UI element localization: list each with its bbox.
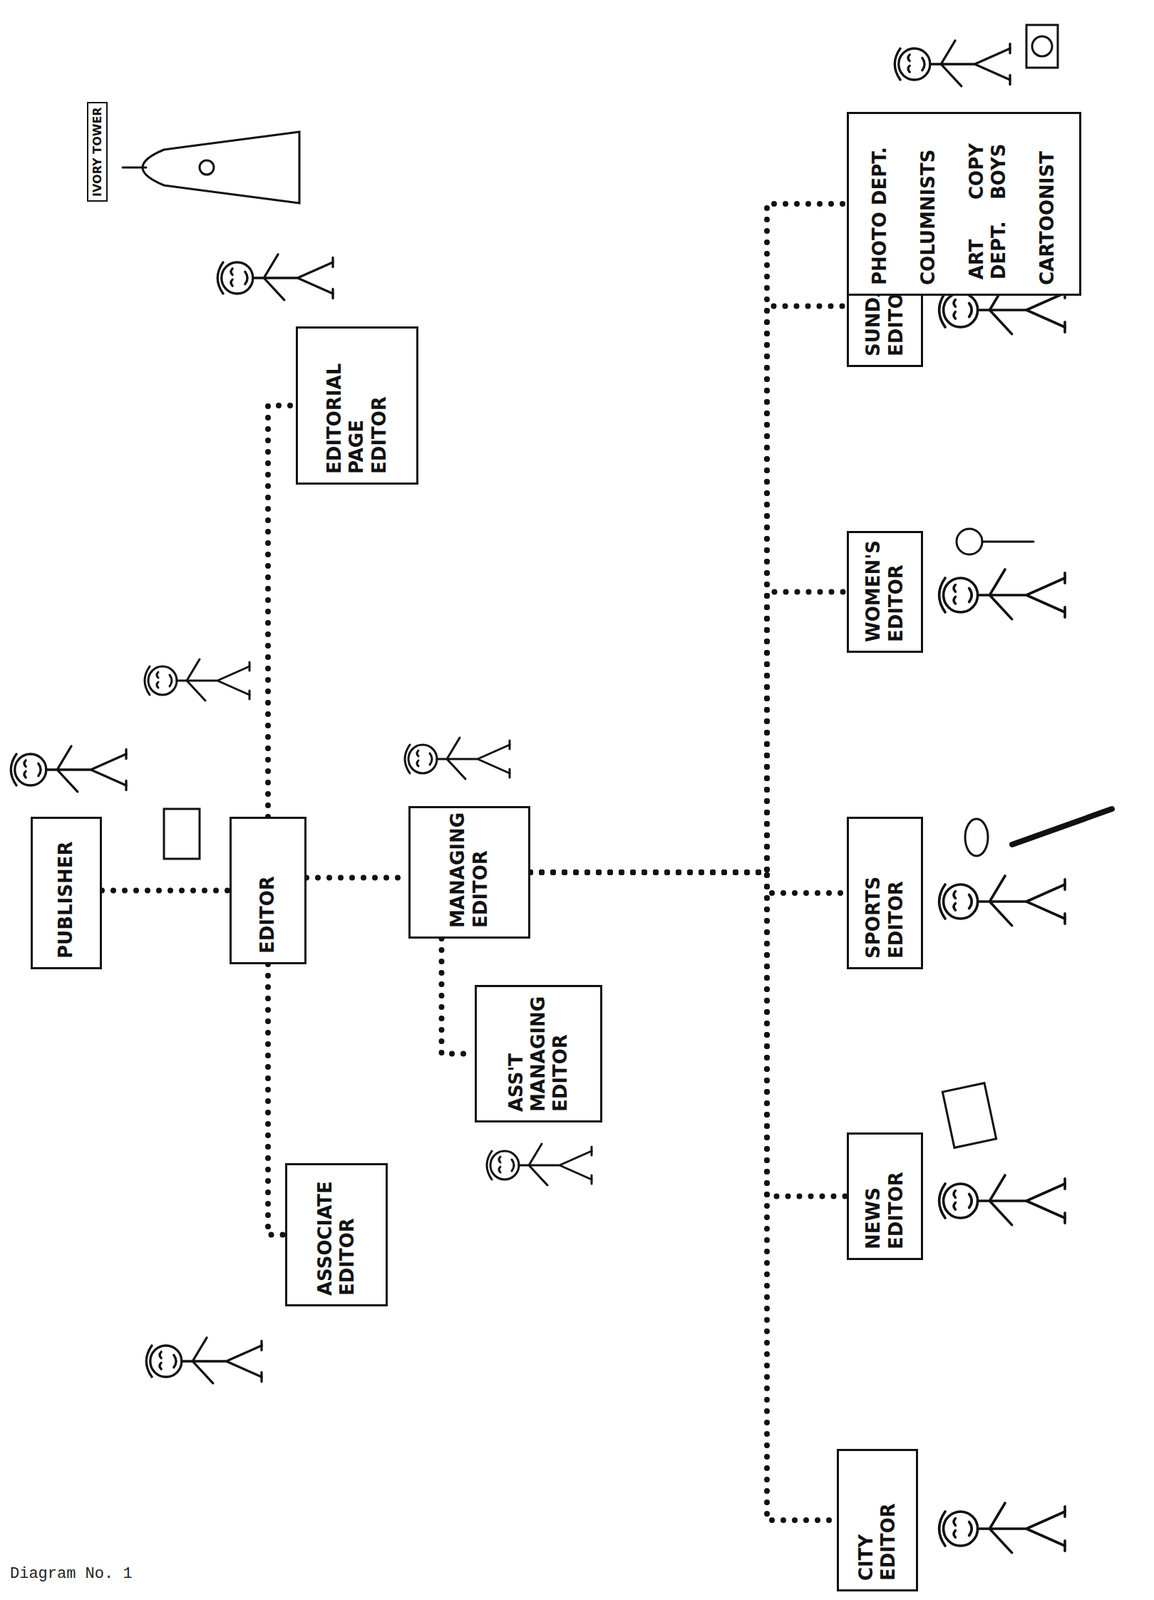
editorial-figure <box>217 254 333 301</box>
box-title: EDITORIAL PAGE EDITOR <box>323 337 391 475</box>
photo-figure <box>894 40 1011 87</box>
football <box>965 818 988 857</box>
dotted-connector <box>530 872 847 894</box>
box-title: COPY BOYS <box>965 128 1011 200</box>
womens-figure <box>939 569 1065 620</box>
dotted-connector <box>306 875 409 882</box>
desk-papers <box>163 809 200 859</box>
title-box: EDITOR <box>229 816 307 965</box>
camera-lens <box>1032 36 1053 57</box>
sign-label: IVORY TOWER <box>86 101 108 202</box>
dotted-connector <box>530 306 847 874</box>
dotted-connector <box>530 203 847 873</box>
title-box: ASSOCIATE EDITOR <box>285 1163 388 1307</box>
box-title: PUBLISHER <box>54 827 77 959</box>
dotted-connector <box>441 938 476 1055</box>
dotted-connector <box>530 592 847 874</box>
title-box: CITY EDITOR <box>836 1449 919 1592</box>
box-title: ASS'T MANAGING EDITOR <box>505 995 573 1112</box>
publisher-figure <box>10 746 127 792</box>
dotted-connector <box>268 964 286 1236</box>
news-figure <box>939 1175 1065 1226</box>
box-title: COLUMNISTS <box>917 122 940 286</box>
box-title: ASSOCIATE EDITOR <box>314 1173 359 1296</box>
title-box: EDITORIAL PAGE EDITOR <box>295 326 419 485</box>
title-box: PUBLISHER <box>30 816 102 970</box>
dotted-connector <box>268 405 296 817</box>
editor-figure <box>144 659 250 701</box>
box-title: EDITOR <box>256 827 279 954</box>
title-box: PHOTO DEPT. COLUMNISTS ART DEPT. COPY BOYS C… <box>846 111 1082 296</box>
diagram-caption: Diagram No. 1 <box>9 1565 133 1584</box>
box-title: ART DEPT. <box>965 208 1011 280</box>
flower <box>956 528 983 555</box>
box-title: NEWS EDITOR <box>862 1143 907 1250</box>
dotted-connector <box>101 888 230 894</box>
papers <box>942 1083 996 1149</box>
title-box: SPORTS EDITOR <box>846 816 924 970</box>
box-title: WOMEN'S EDITOR <box>862 541 907 643</box>
title-box: NEWS EDITOR <box>846 1132 924 1261</box>
box-title: SPORTS EDITOR <box>862 827 907 959</box>
title-box: MANAGING EDITOR <box>408 806 531 939</box>
sign-post <box>122 166 147 169</box>
flower-stem <box>982 541 1034 544</box>
city-figure <box>939 1503 1065 1554</box>
camera <box>1026 24 1058 68</box>
box-title: CARTOONIST <box>1036 122 1059 286</box>
assistant-figure <box>486 1144 592 1186</box>
title-box: WOMEN'S EDITOR <box>846 531 924 653</box>
title-box: ASS'T MANAGING EDITOR <box>474 985 603 1123</box>
box-title: PHOTO DEPT. <box>868 122 891 286</box>
box-title: MANAGING EDITOR <box>446 816 492 929</box>
tower-window <box>199 160 214 175</box>
sports-figure <box>939 876 1065 926</box>
props <box>122 24 1112 1148</box>
box-title: CITY EDITOR <box>855 1459 900 1581</box>
baseball-bat <box>1012 809 1112 845</box>
associate-figure <box>146 1337 262 1384</box>
managing-figure <box>404 737 510 780</box>
ivory-tower <box>142 131 300 204</box>
